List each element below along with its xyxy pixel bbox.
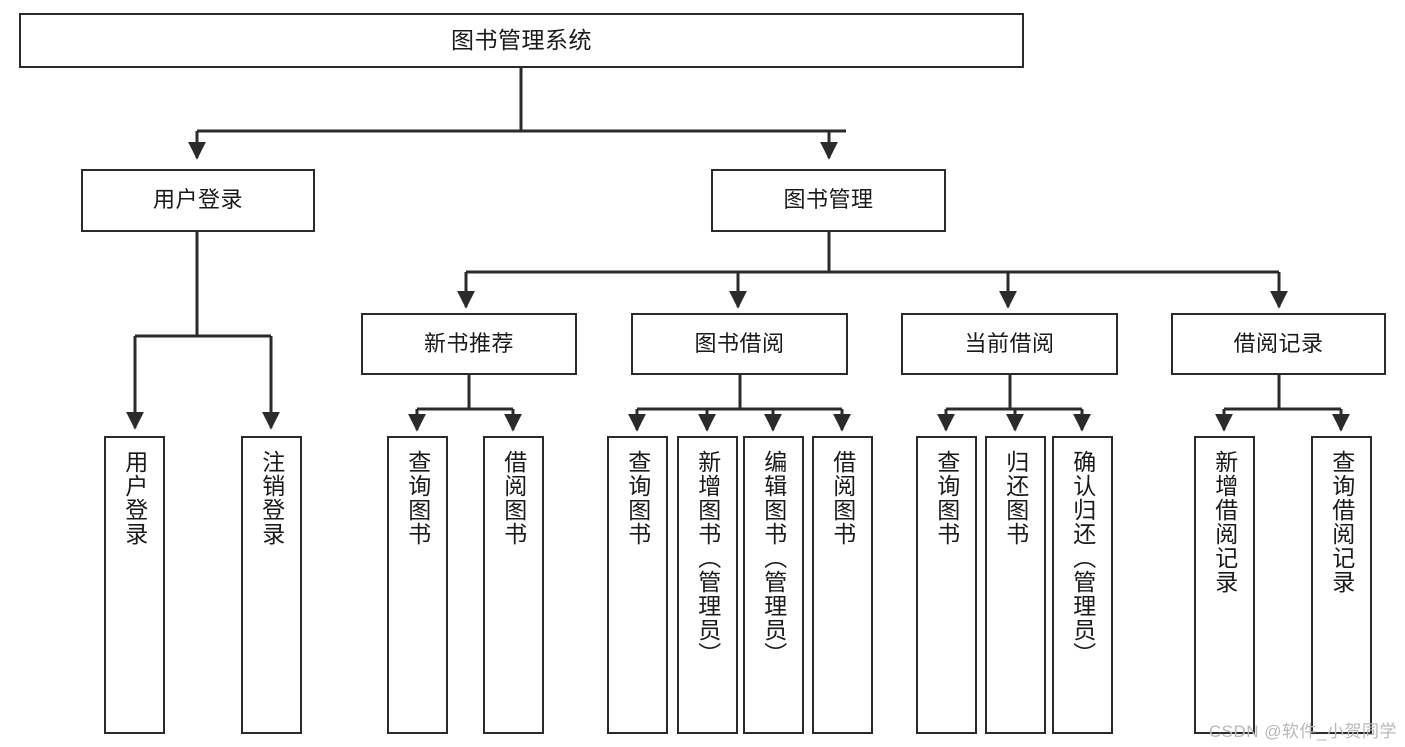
leaf-return-book[interactable]: 归还图书 [985,436,1046,734]
node-label: 用户登录 [121,450,148,546]
node-label: 新书推荐 [423,330,514,356]
watermark: CSDN @软件_小贺同学 [1208,722,1397,741]
node-label: 借阅记录 [1233,330,1324,356]
node-current-borrow[interactable]: 当前借阅 [901,313,1118,375]
node-label: 新增借阅记录 [1211,450,1238,594]
node-root-system[interactable]: 图书管理系统 [19,13,1024,68]
node-label: 图书借阅 [694,330,785,356]
leaf-logout[interactable]: 注销登录 [241,436,302,734]
leaf-confirm-return-admin[interactable]: 确认归还（管理员） [1052,436,1113,734]
node-label: 注销登录 [258,450,285,546]
node-label: 当前借阅 [964,330,1055,356]
node-label: 查询图书 [404,450,431,546]
node-label: 用户登录 [152,187,243,213]
leaf-query-borrow-record[interactable]: 查询借阅记录 [1311,436,1372,734]
leaf-add-borrow-record[interactable]: 新增借阅记录 [1194,436,1255,734]
node-book-borrow[interactable]: 图书借阅 [631,313,848,375]
node-label: 确认归还（管理员） [1069,450,1096,666]
node-label: 借阅图书 [829,450,856,546]
node-label: 查询借阅记录 [1328,450,1355,594]
leaf-user-login[interactable]: 用户登录 [104,436,165,734]
leaf-edit-book-admin[interactable]: 编辑图书（管理员） [743,436,804,734]
node-borrow-record[interactable]: 借阅记录 [1171,313,1386,375]
node-label: 新增图书（管理员） [694,450,721,666]
leaf-add-book-admin[interactable]: 新增图书（管理员） [677,436,738,734]
node-label: 借阅图书 [500,450,527,546]
node-user-login[interactable]: 用户登录 [81,169,315,232]
leaf-query-book-recommend[interactable]: 查询图书 [387,436,448,734]
node-label: 图书管理系统 [451,26,592,53]
leaf-borrow-book[interactable]: 借阅图书 [812,436,873,734]
leaf-query-book-borrow[interactable]: 查询图书 [607,436,668,734]
leaf-borrow-book-recommend[interactable]: 借阅图书 [483,436,544,734]
node-label: 归还图书 [1002,450,1029,546]
node-label: 查询图书 [933,450,960,546]
node-label: 图书管理 [783,187,874,213]
leaf-query-book-current[interactable]: 查询图书 [916,436,977,734]
node-new-book-recommend[interactable]: 新书推荐 [361,313,577,375]
node-label: 查询图书 [624,450,651,546]
node-book-management[interactable]: 图书管理 [711,169,946,232]
node-label: 编辑图书（管理员） [760,450,787,666]
